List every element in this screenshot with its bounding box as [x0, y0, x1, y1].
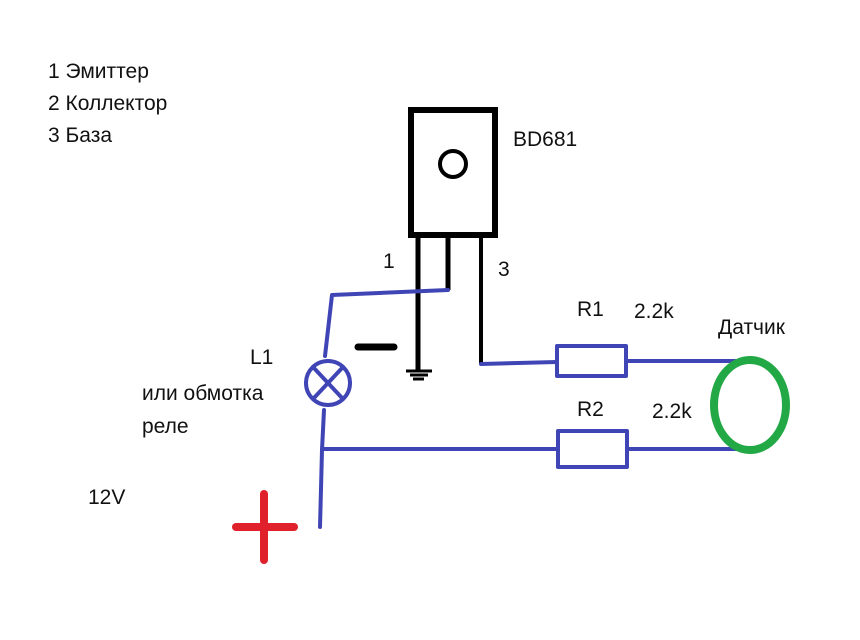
resistor-r2-ref: R2 — [577, 398, 604, 421]
pin-label-base: 3 — [498, 258, 510, 281]
resistor-r1-value: 2.2k — [634, 300, 674, 323]
resistor-r1-ref: R1 — [577, 298, 604, 321]
lamp-icon — [304, 359, 352, 407]
pin-label-emitter: 1 — [383, 250, 395, 273]
resistor-r2-value: 2.2k — [652, 400, 692, 423]
sensor-label: Датчик — [718, 316, 786, 339]
transistor-mount-hole — [438, 149, 468, 179]
load-desc-line2: реле — [142, 415, 189, 438]
supply-voltage: 12V — [88, 486, 125, 509]
transistor-model: BD681 — [513, 128, 577, 151]
load-desc-line1: или обмотка — [142, 382, 264, 405]
legend-item-base: 3 База — [48, 124, 112, 147]
sensor-loop — [710, 356, 790, 454]
resistor-r2 — [556, 429, 629, 469]
transistor-body — [408, 107, 498, 238]
ground-icon — [406, 369, 432, 381]
transistor — [406, 107, 498, 381]
legend-item-emitter: 1 Эмиттер — [48, 60, 149, 83]
plus-icon — [232, 490, 298, 564]
wire-base-r1 — [479, 360, 559, 366]
wires — [318, 288, 739, 529]
resistor-r1 — [555, 344, 628, 378]
load-ref: L1 — [250, 346, 273, 369]
legend-item-collector: 2 Коллектор — [48, 92, 167, 115]
wire-collector-lamp — [323, 288, 450, 358]
wire-lamp-supply — [318, 408, 326, 529]
